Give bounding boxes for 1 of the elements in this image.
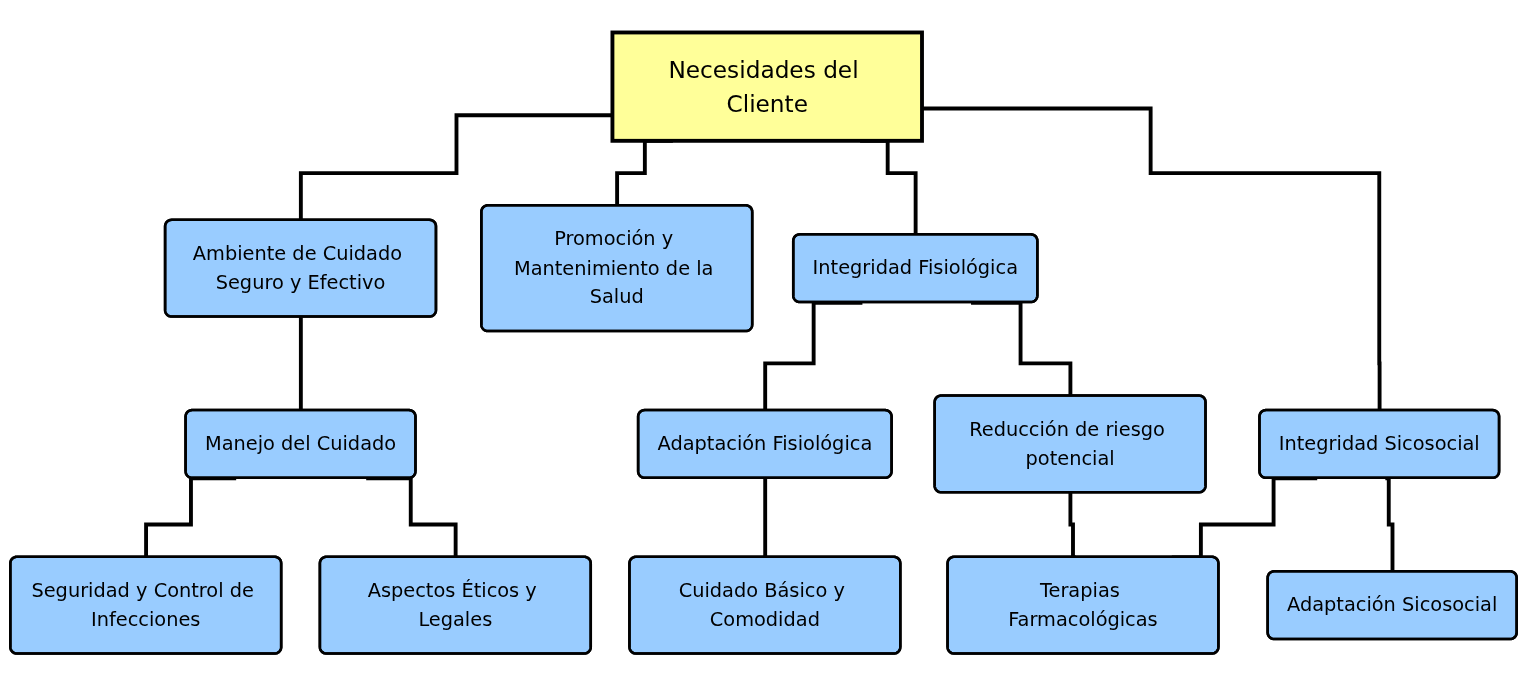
node-box: Necesidades del Cliente [610,30,924,143]
